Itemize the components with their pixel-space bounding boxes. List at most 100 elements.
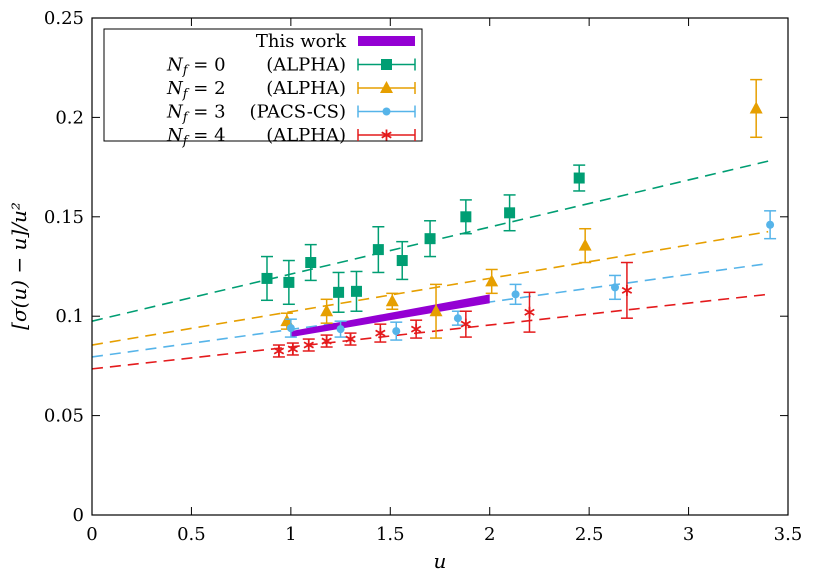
point-marker bbox=[460, 318, 472, 330]
x-axis-label: u bbox=[434, 549, 447, 573]
y-tick-label: 0.2 bbox=[55, 107, 84, 128]
point-marker bbox=[333, 286, 345, 298]
point-marker bbox=[320, 304, 334, 317]
x-tick-label: 3 bbox=[683, 524, 694, 545]
y-tick-label: 0.05 bbox=[44, 406, 84, 427]
x-tick-label: 1.5 bbox=[376, 524, 405, 545]
x-tick-label: 2 bbox=[484, 524, 495, 545]
point-marker bbox=[524, 306, 535, 318]
point-marker bbox=[321, 335, 332, 347]
data-point bbox=[396, 240, 409, 281]
data-point bbox=[749, 78, 763, 139]
point-marker bbox=[766, 220, 775, 229]
y-tick-label: 0 bbox=[73, 505, 84, 526]
legend-label: This work bbox=[256, 31, 347, 52]
legend-label: Nf = 3 bbox=[166, 102, 226, 126]
point-marker bbox=[385, 294, 399, 307]
y-tick-label: 0.1 bbox=[55, 306, 84, 327]
data-point bbox=[332, 271, 345, 313]
point-marker bbox=[485, 274, 499, 287]
point-marker bbox=[396, 255, 408, 267]
data-point bbox=[503, 194, 516, 232]
point-marker bbox=[261, 272, 273, 284]
fit-line bbox=[91, 230, 769, 346]
data-point bbox=[459, 310, 472, 338]
x-tick-label: 1 bbox=[285, 524, 296, 545]
legend-swatch bbox=[358, 36, 415, 46]
data-point bbox=[608, 274, 621, 301]
legend-ref: (ALPHA) bbox=[266, 55, 346, 76]
x-tick-label: 0 bbox=[86, 524, 97, 545]
y-tick-label: 0.15 bbox=[44, 207, 84, 228]
point-marker bbox=[287, 343, 299, 355]
legend-entry: Nf = 3 (PACS-CS) bbox=[166, 102, 416, 126]
point-marker bbox=[578, 238, 592, 251]
data-point bbox=[282, 259, 295, 306]
point-marker bbox=[350, 285, 362, 297]
chart-marks bbox=[91, 78, 777, 370]
point-marker bbox=[429, 304, 443, 317]
legend-ref: (ALPHA) bbox=[266, 125, 346, 146]
data-point bbox=[620, 261, 633, 319]
data-point bbox=[385, 292, 399, 310]
data-point bbox=[320, 298, 334, 324]
point-marker bbox=[336, 325, 345, 334]
y-axis-label: [σ(u) − u]/u² bbox=[7, 202, 31, 330]
data-point bbox=[485, 268, 499, 295]
data-point bbox=[459, 199, 472, 235]
plot-frame bbox=[91, 17, 789, 516]
data-point bbox=[260, 255, 273, 302]
legend-entry: Nf = 0 (ALPHA) bbox=[166, 55, 416, 79]
point-marker bbox=[511, 290, 520, 299]
data-point bbox=[429, 283, 443, 339]
point-marker bbox=[749, 101, 763, 114]
point-marker bbox=[504, 207, 516, 219]
point-marker bbox=[345, 333, 356, 345]
legend-entry: Nf = 4 (ALPHA) bbox=[166, 125, 416, 149]
data-point bbox=[344, 332, 357, 346]
legend-ref: (ALPHA) bbox=[266, 78, 346, 99]
data-point bbox=[390, 321, 403, 341]
fit-line bbox=[91, 262, 769, 358]
point-marker bbox=[610, 283, 619, 292]
legend-entry: This work bbox=[256, 31, 415, 52]
legend-ref: (PACS-CS) bbox=[250, 102, 346, 123]
point-marker bbox=[460, 211, 472, 223]
point-marker bbox=[372, 244, 384, 256]
legend-label: Nf = 2 bbox=[166, 78, 226, 102]
data-point bbox=[320, 334, 333, 348]
legend-marker bbox=[381, 129, 392, 141]
data-point bbox=[374, 323, 387, 343]
data-point bbox=[272, 344, 285, 358]
legend-marker bbox=[381, 59, 392, 70]
point-marker bbox=[305, 257, 317, 269]
point-marker bbox=[573, 172, 585, 184]
point-marker bbox=[375, 327, 386, 339]
y-tick-label: 0.25 bbox=[44, 8, 84, 29]
data-point bbox=[573, 164, 586, 192]
data-point bbox=[304, 243, 317, 282]
data-point bbox=[424, 220, 437, 258]
point-marker bbox=[621, 284, 633, 296]
point-marker bbox=[273, 345, 285, 357]
fit-line bbox=[91, 293, 769, 370]
point-marker bbox=[392, 327, 401, 336]
legend-box bbox=[103, 28, 423, 142]
legend-label: Nf = 4 bbox=[166, 125, 226, 149]
point-marker bbox=[410, 323, 422, 335]
legend-marker bbox=[382, 107, 391, 116]
legend-label: Nf = 0 bbox=[166, 55, 226, 79]
data-point bbox=[451, 310, 464, 326]
data-point bbox=[284, 318, 297, 338]
point-marker bbox=[286, 324, 295, 333]
point-marker bbox=[424, 233, 436, 245]
data-point bbox=[350, 270, 363, 312]
x-tick-label: 3.5 bbox=[774, 524, 803, 545]
data-point bbox=[302, 338, 315, 352]
data-point bbox=[509, 283, 522, 306]
data-point bbox=[372, 225, 385, 274]
x-tick-label: 0.5 bbox=[177, 524, 206, 545]
